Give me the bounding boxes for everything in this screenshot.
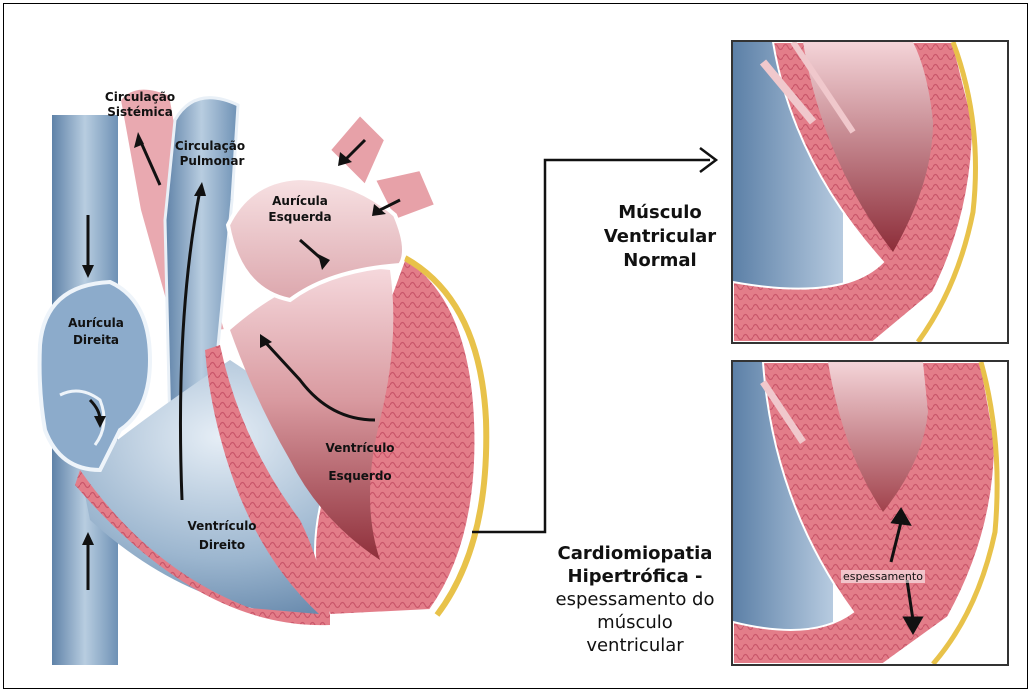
label-systemic-2: Sistémica [107,105,173,119]
inset-hypertrophic-ventricle: espessamento [731,360,1009,666]
thickening-label: espessamento [841,570,925,583]
caption-hyper-line-3: espessamento do [535,588,735,611]
inset-normal-ventricle [731,40,1009,344]
label-left-atrium-1: Aurícula [272,194,328,208]
label-pulmonary-1: Circulação [175,139,245,153]
caption-normal: Músculo Ventricular Normal [585,201,735,273]
label-right-atrium-2: Direita [73,333,119,347]
label-right-ventricle-2: Direito [199,538,245,552]
caption-hypertrophic: Cardiomiopatia Hipertrófica - espessamen… [535,542,735,657]
caption-hyper-line-4: músculo [535,611,735,634]
caption-hyper-line-1: Cardiomiopatia [535,542,735,565]
label-left-ventricle-2: Esquerdo [328,469,391,483]
caption-normal-line-1: Músculo [585,201,735,225]
label-right-ventricle-1: Ventrículo [187,519,256,533]
label-left-atrium-2: Esquerda [268,210,331,224]
caption-normal-line-3: Normal [585,249,735,273]
caption-hyper-line-2: Hipertrófica - [535,565,735,588]
caption-normal-line-2: Ventricular [585,225,735,249]
label-systemic-1: Circulação [105,90,175,104]
pulmonary-vein-1 [330,115,385,185]
caption-hyper-line-5: ventricular [535,634,735,657]
label-right-atrium-1: Aurícula [68,316,124,330]
label-pulmonary-2: Pulmonar [180,154,245,168]
label-left-ventricle-1: Ventrículo [325,441,394,455]
